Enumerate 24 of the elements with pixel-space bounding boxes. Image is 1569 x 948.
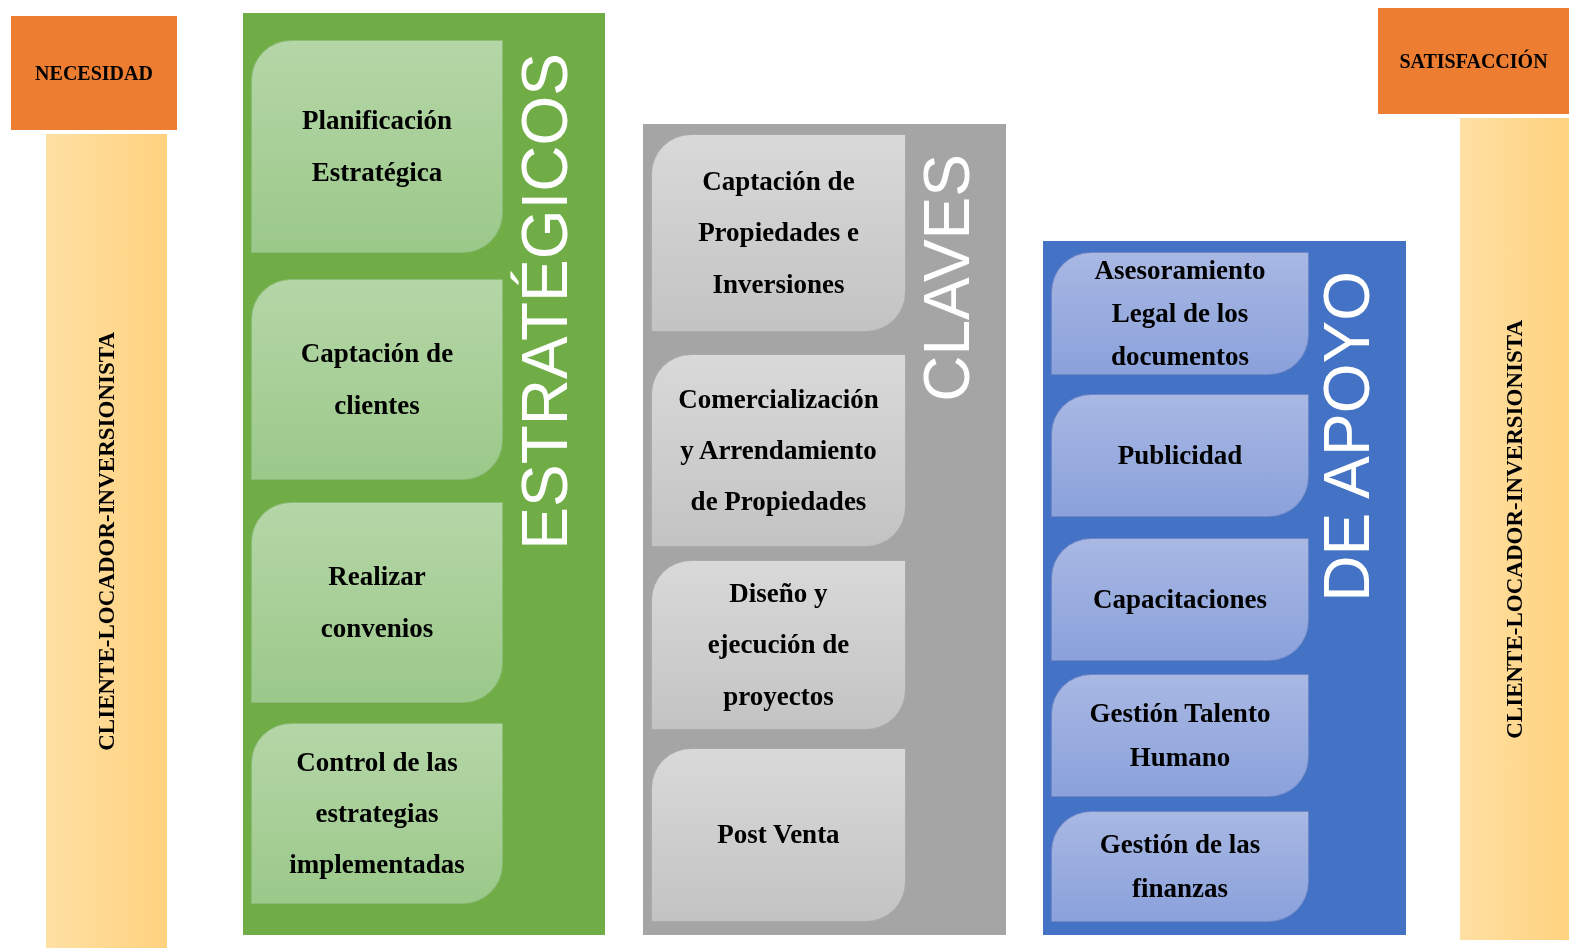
process-box: Comercialización y Arrendamiento de Propiedades: [651, 354, 906, 547]
process-box: Captación de clientes: [251, 279, 503, 480]
side-bar-title: CLIENTE-LOCADOR-INVERSIONISTA: [1501, 319, 1528, 739]
process-column: [243, 13, 605, 935]
process-box: Control de las estrategias implementadas: [251, 723, 503, 904]
process-box: Post Venta: [651, 748, 906, 922]
label-box: NECESIDAD: [11, 16, 177, 130]
process-box: Captación de Propiedades e Inversiones: [651, 134, 906, 332]
process-column: [1043, 241, 1406, 935]
column-title: CLAVES: [915, 154, 979, 402]
process-box: Diseño y ejecución de proyectos: [651, 560, 906, 730]
process-box: Asesoramiento Legal de los documentos: [1051, 252, 1309, 375]
process-box: Capacitaciones: [1051, 538, 1309, 661]
process-box: Gestión de las finanzas: [1051, 811, 1309, 922]
process-box: Planificación Estratégica: [251, 40, 503, 253]
label-box: SATISFACCIÓN: [1378, 8, 1569, 114]
side-bar-title: CLIENTE-LOCADOR-INVERSIONISTA: [93, 331, 120, 751]
side-bar: [46, 134, 167, 948]
process-box: Realizar convenios: [251, 502, 503, 703]
column-title: DE APOYO: [1315, 271, 1379, 602]
process-box: Publicidad: [1051, 394, 1309, 517]
process-column: [643, 124, 1006, 935]
process-box: Gestión Talento Humano: [1051, 674, 1309, 797]
side-bar: [1460, 118, 1569, 940]
